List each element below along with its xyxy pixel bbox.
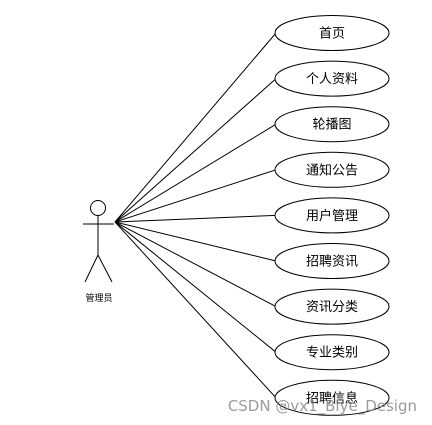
actor-right-leg — [97, 254, 113, 283]
use-case-label: 首页 — [319, 27, 345, 42]
use-case-label: 招聘资讯 — [306, 255, 358, 270]
association-line-profile — [114, 78, 277, 223]
actor-head — [90, 200, 106, 216]
actor-label: 管理员 — [85, 292, 112, 304]
use-case-label: 轮播图 — [312, 118, 351, 133]
association-line-job-info — [114, 221, 277, 399]
use-case-carousel: 轮播图 — [274, 106, 390, 143]
association-line-notice — [114, 169, 277, 223]
association-line-carousel — [114, 123, 277, 223]
use-case-ellipse — [274, 15, 390, 51]
association-line-news-category — [114, 221, 277, 308]
use-case-label: 招聘信息 — [306, 390, 358, 406]
use-case-ellipse — [274, 334, 390, 371]
use-case-ellipse — [274, 106, 390, 143]
use-case-ellipse — [274, 60, 390, 97]
use-case-job-info: 招聘信息 — [274, 379, 390, 416]
association-line-home — [114, 32, 277, 223]
actor-left-leg — [84, 254, 99, 283]
use-case-label: 通知公告 — [306, 162, 358, 178]
association-line-user-mgmt — [114, 214, 277, 223]
use-case-ellipse — [274, 243, 390, 279]
use-case-ellipse — [274, 288, 390, 325]
use-case-news-category: 资讯分类 — [274, 288, 390, 325]
use-case-home: 首页 — [274, 15, 390, 51]
use-case-label: 专业类别 — [306, 346, 358, 361]
use-case-ellipse — [274, 379, 390, 416]
use-case-user-mgmt: 用户管理 — [274, 197, 390, 234]
use-case-label: 用户管理 — [306, 208, 358, 224]
use-case-job-news: 招聘资讯 — [274, 243, 390, 279]
watermark: CSDN @vx1_Biye_Design — [228, 397, 417, 416]
use-case-notice: 通知公告 — [274, 151, 390, 188]
actor-admin: 管理员 — [83, 200, 114, 304]
use-case-ellipse — [274, 197, 390, 234]
use-case-label: 资讯分类 — [306, 300, 358, 315]
association-line-job-news — [114, 221, 277, 262]
use-case-profile: 个人资料 — [274, 60, 390, 97]
use-case-label: 个人资料 — [306, 72, 358, 87]
association-lines — [114, 32, 277, 399]
association-line-major-category — [114, 221, 277, 353]
use-case-ellipse — [274, 151, 390, 188]
use-case-major-category: 专业类别 — [274, 334, 390, 371]
